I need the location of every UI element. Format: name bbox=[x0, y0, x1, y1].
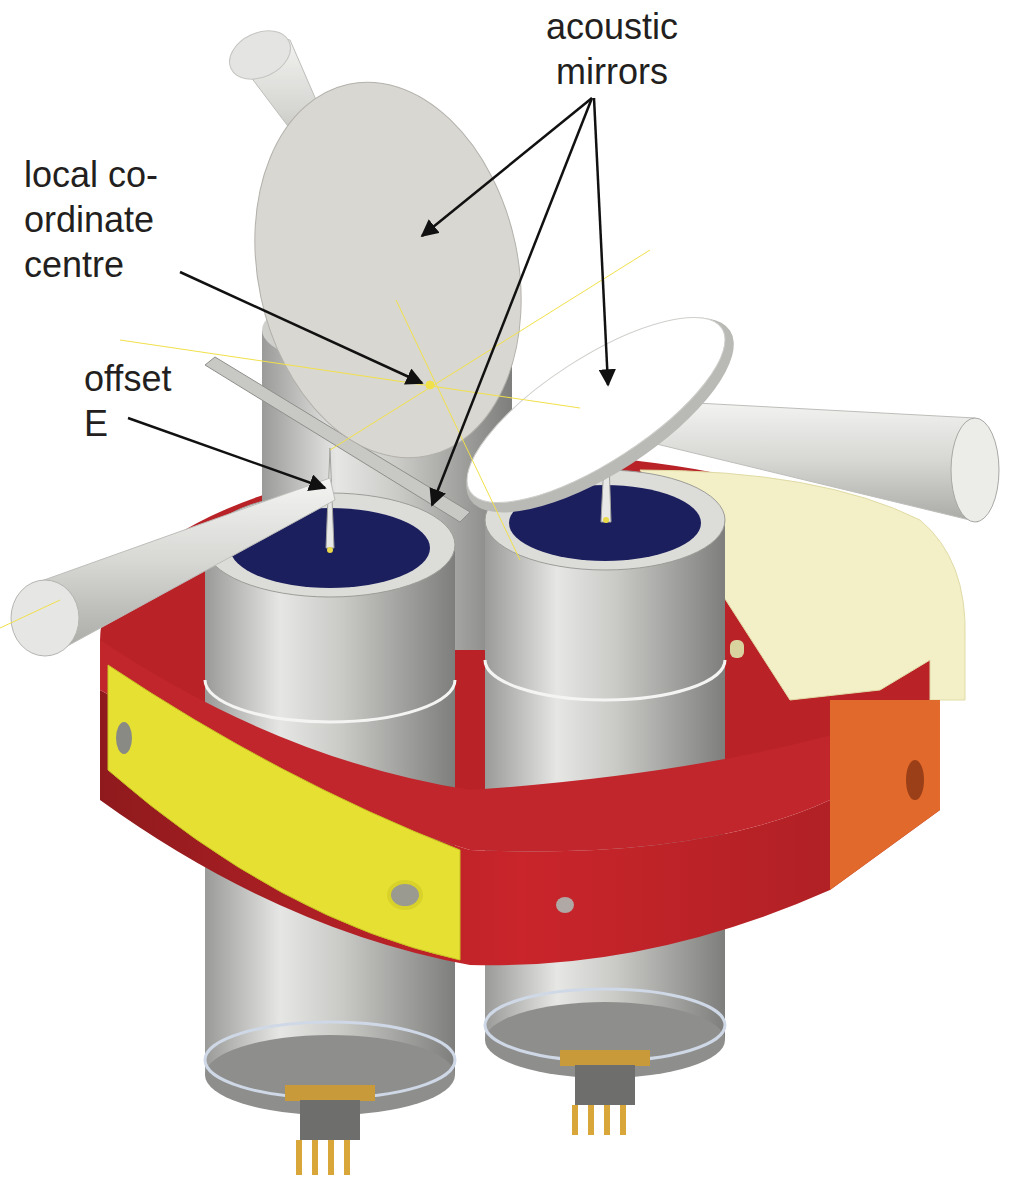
mounting-ring-front-part bbox=[906, 760, 924, 800]
connector-pins-part bbox=[296, 1140, 302, 1175]
connector-pins bbox=[285, 1050, 650, 1175]
connector-pins-part bbox=[620, 1105, 626, 1135]
mounting-ring-front bbox=[100, 640, 940, 965]
connector-pins-part bbox=[300, 1100, 360, 1140]
leader-lines-part bbox=[422, 98, 592, 236]
leader-lines-part bbox=[180, 272, 422, 383]
connector-pins-part bbox=[328, 1140, 334, 1175]
callout-label: local co-ordinate centre bbox=[24, 152, 248, 287]
rear-horn-part bbox=[222, 22, 299, 89]
right-transducer-part bbox=[485, 660, 725, 700]
leader-lines-part bbox=[432, 98, 592, 505]
mounting-ring-front-part bbox=[116, 722, 132, 754]
left-transducer-part bbox=[205, 680, 455, 722]
coordinate-axes-part bbox=[426, 381, 434, 389]
left-transducer-part bbox=[327, 547, 333, 553]
connector-pins-part bbox=[604, 1105, 610, 1135]
coordinate-axes-part bbox=[0, 600, 60, 628]
coordinate-axes-part bbox=[396, 300, 520, 560]
connector-pins-part bbox=[285, 1085, 375, 1101]
leader-lines bbox=[128, 98, 608, 505]
connector-pins-part bbox=[344, 1140, 350, 1175]
right-transducer-part bbox=[603, 517, 609, 523]
mounting-ring-front-part bbox=[389, 882, 421, 908]
front-horn bbox=[11, 478, 335, 656]
acoustic-mirror-small-part bbox=[438, 282, 761, 548]
acoustic-mirror-small-part bbox=[442, 285, 750, 536]
connector-pins-part bbox=[560, 1050, 650, 1066]
leader-lines-part bbox=[128, 418, 325, 488]
acoustic-mirror-small bbox=[438, 282, 761, 548]
callout-label: acoustic mirrors bbox=[522, 4, 702, 94]
mounting-ring-front-part bbox=[108, 665, 460, 960]
leader-lines-part bbox=[594, 98, 608, 385]
mounting-ring-front-part bbox=[830, 700, 940, 890]
callout-label: offset E bbox=[84, 356, 196, 446]
mounting-ring-back-part bbox=[730, 640, 744, 658]
coordinate-axes bbox=[0, 250, 650, 628]
connector-pins-part bbox=[588, 1105, 594, 1135]
right-horn-part bbox=[951, 418, 999, 522]
mounting-ring-front-part bbox=[556, 897, 574, 913]
connector-pins-part bbox=[312, 1140, 318, 1175]
connector-pins-part bbox=[572, 1105, 578, 1135]
connector-pins-part bbox=[575, 1065, 635, 1105]
